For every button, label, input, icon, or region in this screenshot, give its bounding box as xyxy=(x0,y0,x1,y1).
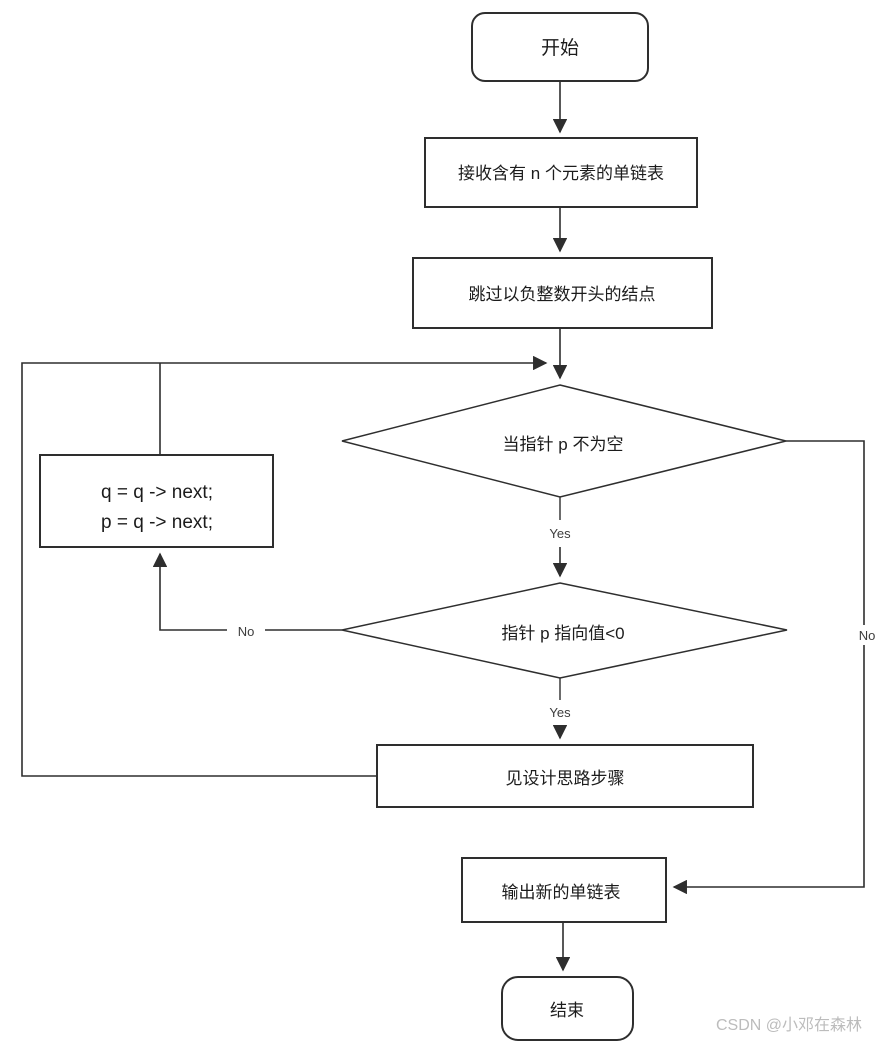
node-design xyxy=(376,744,754,808)
node-advance-line2: p = q -> next; xyxy=(101,512,213,533)
edge-label-neg-no-bg xyxy=(227,622,265,640)
node-receive xyxy=(424,137,698,208)
node-start xyxy=(471,12,649,82)
edge-design-loopback xyxy=(21,355,548,777)
node-receive-label: 接收含有 n 个元素的单链表 xyxy=(458,164,664,183)
watermark-text: CSDN @小邓在森林 xyxy=(716,1016,862,1034)
node-design-label: 见设计思路步骤 xyxy=(506,769,625,788)
edge-loop-no-to-output xyxy=(672,440,865,895)
edge-label-neg-yes: Yes xyxy=(549,705,571,720)
node-output xyxy=(461,857,667,923)
node-skip-label: 跳过以负整数开头的结点 xyxy=(469,285,656,304)
node-advance-line1: q = q -> next; xyxy=(101,482,213,503)
edge-label-neg-no: No xyxy=(238,624,255,639)
edge-label-loop-yes: Yes xyxy=(549,526,571,541)
node-neg-check xyxy=(341,582,788,679)
node-advance xyxy=(39,454,274,548)
edge-neg-no-to-advance xyxy=(152,552,342,631)
node-skip xyxy=(412,257,713,329)
node-output-label: 输出新的单链表 xyxy=(502,883,621,902)
node-loop-cond-label: 当指针 p 不为空 xyxy=(503,435,624,454)
node-end-label: 结束 xyxy=(550,1001,584,1020)
node-loop-cond xyxy=(341,384,787,498)
node-start-label: 开始 xyxy=(541,37,579,59)
edge-label-loop-no: No xyxy=(859,628,876,643)
edge-label-loop-no-bg xyxy=(849,625,885,645)
node-neg-check-label: 指针 p 指向值<0 xyxy=(501,624,624,643)
node-end xyxy=(501,976,634,1041)
